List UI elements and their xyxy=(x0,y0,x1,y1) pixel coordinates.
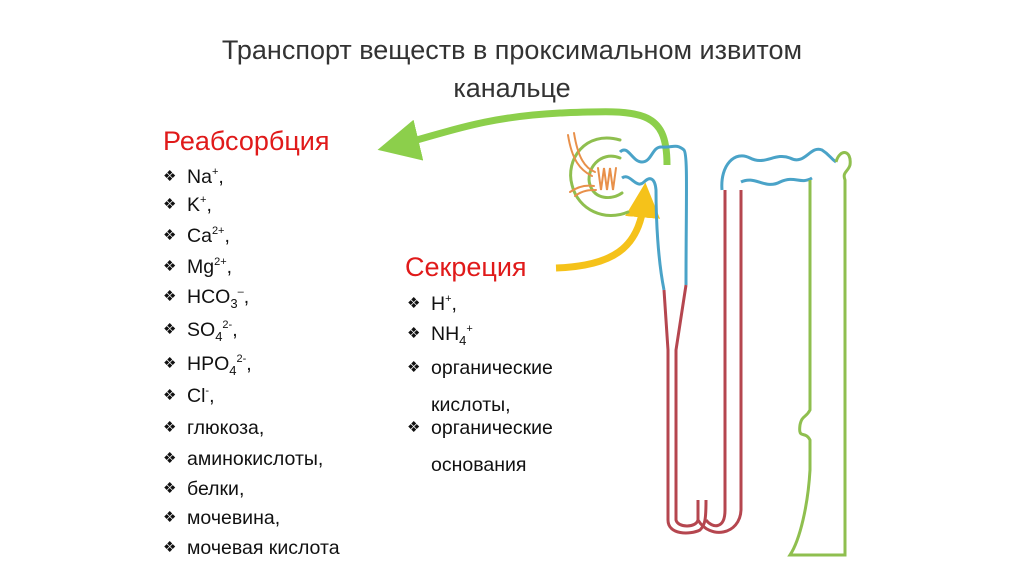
item-superscript: 2+ xyxy=(211,225,225,237)
diamond-bullet-icon: ❖ xyxy=(163,419,177,436)
collecting-duct xyxy=(787,151,852,557)
list-item: ❖ SO42-, xyxy=(163,319,238,344)
item-superscript: 2- xyxy=(222,319,233,331)
secretion-arrow xyxy=(555,182,661,272)
list-item: ❖ глюкоза, xyxy=(163,417,264,442)
item-text: мочевая кислота xyxy=(187,537,340,559)
item-tail: , xyxy=(451,293,457,315)
item-text: глюкоза, xyxy=(187,417,265,439)
item-text: NH xyxy=(431,323,460,345)
item-text: H xyxy=(431,293,446,315)
list-item: ❖ органические кислоты, xyxy=(407,348,553,420)
item-text: HCO xyxy=(187,286,231,308)
list-item: ❖ Cl-, xyxy=(163,385,215,410)
secretion-heading: Секреция xyxy=(405,252,527,282)
list-item: ❖ мочевина, xyxy=(163,507,280,532)
list-item: ❖ HCO3–, xyxy=(163,286,249,311)
item-text: SO xyxy=(187,319,216,341)
item-superscript: + xyxy=(200,194,207,206)
item-subscript: 3 xyxy=(230,296,238,311)
diamond-bullet-icon: ❖ xyxy=(163,480,177,497)
slide-title: Транспорт веществ в проксимальном извито… xyxy=(0,31,1024,107)
title-line-2: канальце xyxy=(453,73,571,103)
item-text: K xyxy=(187,194,201,216)
item-superscript: – xyxy=(237,286,244,298)
item-superscript: - xyxy=(205,385,210,397)
list-item: ❖ Mg2+, xyxy=(163,256,232,281)
list-item: ❖ H+, xyxy=(407,284,457,326)
item-superscript: + xyxy=(211,166,219,178)
diamond-bullet-icon: ❖ xyxy=(163,539,177,556)
loop-of-henle xyxy=(662,190,743,535)
diamond-bullet-icon: ❖ xyxy=(163,321,177,338)
diamond-bullet-icon: ❖ xyxy=(163,168,177,185)
item-tail: , xyxy=(224,225,230,247)
item-text: Cl xyxy=(187,385,206,407)
item-text: аминокислоты, xyxy=(187,448,324,470)
diamond-bullet-icon: ❖ xyxy=(163,258,177,275)
list-item: ❖ Ca2+, xyxy=(163,225,230,250)
item-tail: , xyxy=(206,194,212,216)
item-text: HPO xyxy=(187,353,230,375)
item-text-line-2: кислоты, xyxy=(431,394,511,416)
diamond-bullet-icon: ❖ xyxy=(163,196,177,213)
distal-tubule xyxy=(720,147,837,191)
list-item: ❖ аминокислоты, xyxy=(163,448,323,473)
item-tail: , xyxy=(226,256,233,278)
list-item: ❖ NH4+ xyxy=(407,314,473,356)
item-tail: , xyxy=(218,166,224,188)
diamond-bullet-icon: ❖ xyxy=(163,509,177,526)
item-tail: , xyxy=(209,385,215,407)
list-item: ❖ белки, xyxy=(163,478,244,503)
list-item: ❖ HPO42-, xyxy=(163,353,252,378)
list-item: ❖ мочевая кислота xyxy=(163,537,340,562)
diamond-bullet-icon: ❖ xyxy=(407,295,421,312)
item-superscript: 2+ xyxy=(214,256,227,268)
diamond-bullet-icon: ❖ xyxy=(163,227,177,244)
item-tail: , xyxy=(243,286,250,308)
item-subscript: 4 xyxy=(215,329,223,344)
item-text-line-2: основания xyxy=(431,454,527,476)
list-item: ❖ органические основания xyxy=(407,408,553,480)
item-subscript: 4 xyxy=(459,333,467,348)
item-text: Ca xyxy=(187,225,212,247)
diamond-bullet-icon: ❖ xyxy=(407,325,421,342)
item-text: мочевина, xyxy=(187,507,281,529)
list-item: ❖ Na+, xyxy=(163,166,224,191)
diamond-bullet-icon: ❖ xyxy=(163,288,177,305)
item-text: Mg xyxy=(187,256,215,278)
reabsorption-heading: Реабсорбция xyxy=(163,126,330,156)
item-superscript: + xyxy=(466,323,473,335)
item-text: органические xyxy=(431,357,553,379)
diamond-bullet-icon: ❖ xyxy=(163,450,177,467)
item-text: белки, xyxy=(187,478,245,500)
diamond-bullet-icon: ❖ xyxy=(407,359,421,376)
proximal-tubule xyxy=(618,144,688,291)
reabsorption-arrow xyxy=(377,108,671,166)
title-line-1: Транспорт веществ в проксимальном извито… xyxy=(221,35,803,65)
item-tail: , xyxy=(232,319,238,341)
item-tail: , xyxy=(246,353,252,375)
diamond-bullet-icon: ❖ xyxy=(407,419,421,436)
item-text: органические xyxy=(431,417,553,439)
item-superscript: + xyxy=(445,293,452,305)
item-superscript: 2- xyxy=(236,353,247,365)
item-subscript: 4 xyxy=(229,363,237,378)
list-item: ❖ K+, xyxy=(163,194,212,219)
diamond-bullet-icon: ❖ xyxy=(163,355,177,372)
item-text: Na xyxy=(187,166,212,188)
glomerulus xyxy=(567,132,630,218)
diamond-bullet-icon: ❖ xyxy=(163,387,177,404)
